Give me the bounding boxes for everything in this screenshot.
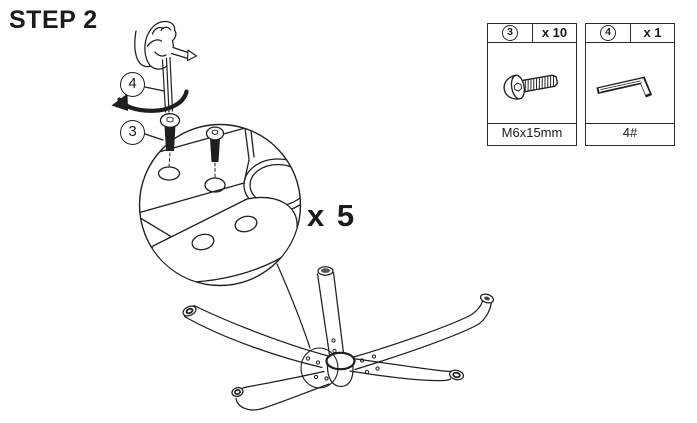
screw-icon xyxy=(159,113,181,167)
callout-part3: 3 xyxy=(120,120,145,145)
part-spec: M6x15mm xyxy=(488,123,576,143)
rotation-arrow-icon xyxy=(111,89,189,113)
part-number-badge: 4 xyxy=(600,25,616,41)
callout-leader-3 xyxy=(144,133,164,141)
hex-key-icon xyxy=(596,76,653,98)
part-number-badge: 3 xyxy=(502,25,518,41)
screw-icon xyxy=(205,126,225,178)
magnifier-leader-line xyxy=(276,263,311,349)
legend-body xyxy=(488,43,576,123)
multiplier-label: x 5 xyxy=(307,198,357,233)
detail-circle xyxy=(300,347,339,389)
legend-number-cell: 4 xyxy=(586,24,631,42)
callout-part4: 4 xyxy=(120,72,145,97)
legend-body xyxy=(586,43,674,123)
legend-box-hex-key: 4 x 1 4# xyxy=(585,23,675,146)
step-title: STEP 2 xyxy=(9,6,98,34)
legend-number-cell: 3 xyxy=(488,24,533,42)
chair-base-illustration xyxy=(182,266,495,411)
hand-with-hex-key-icon xyxy=(134,20,198,113)
legend-header: 4 x 1 xyxy=(586,24,674,43)
legend-header: 3 x 10 xyxy=(488,24,576,43)
part-spec: 4# xyxy=(586,123,674,143)
callout-leader-4 xyxy=(144,86,165,92)
part-count: x 1 xyxy=(643,25,662,40)
part-count: x 10 xyxy=(541,25,568,40)
magnified-detail xyxy=(140,127,300,283)
legend-box-screw: 3 x 10 M6x15mm xyxy=(487,23,577,146)
bolt-screw-icon xyxy=(503,74,559,100)
hub xyxy=(325,351,356,371)
